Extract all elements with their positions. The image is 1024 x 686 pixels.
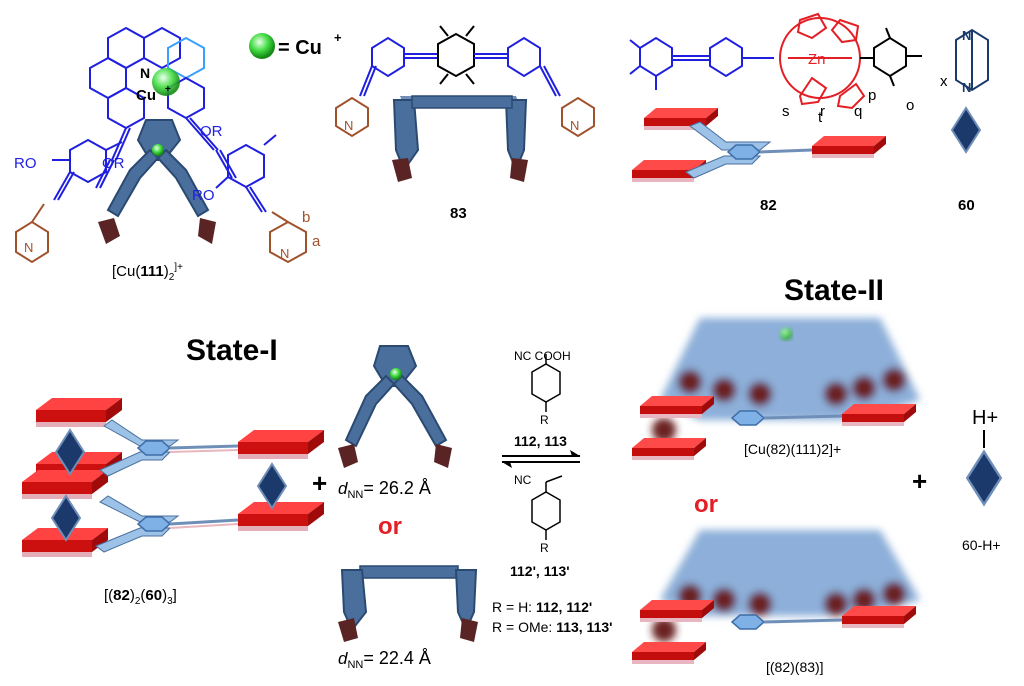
atom-cu: Cu bbox=[136, 87, 156, 104]
cu-legend-charge: + bbox=[334, 30, 342, 45]
label-83-product: [(82)(83)] bbox=[766, 659, 824, 675]
d-nn-1: dNN= 26.2 Å bbox=[338, 478, 431, 501]
label-ro-right: RO bbox=[192, 187, 215, 204]
label-60: 60 bbox=[958, 197, 975, 214]
r-h-line: R = H: 112, 112' bbox=[492, 599, 592, 615]
or-middle: or bbox=[378, 513, 402, 540]
label-pos-s: s bbox=[782, 103, 790, 120]
protonated-dabco: H+ 60-H+ bbox=[962, 407, 1002, 553]
label-or-right: OR bbox=[200, 123, 223, 140]
plus-sign-left: + bbox=[312, 468, 327, 498]
label-cu-product: [Cu(82)(111)2]+ bbox=[744, 441, 841, 457]
atom-zn: Zn bbox=[808, 51, 826, 68]
reagent-top-compounds: 112, 113 bbox=[514, 433, 567, 449]
state-i-title: State-I bbox=[186, 334, 278, 367]
label-pos-a: a bbox=[312, 233, 321, 250]
reagent-top-formula: NC COOH bbox=[514, 349, 571, 363]
atom-n-dabco-bottom: N bbox=[962, 80, 971, 95]
reagents: NC COOH R 112, 113 NC R 112', 113' R = H… bbox=[492, 349, 612, 635]
cu-legend: = Cu + bbox=[249, 30, 342, 59]
label-83: 83 bbox=[450, 205, 467, 222]
state2-cu-product: [Cu(82)(111)2]+ bbox=[632, 318, 920, 460]
d-nn-2: dNN= 22.4 Å bbox=[338, 648, 431, 671]
label-pos-b: b bbox=[302, 209, 310, 226]
reagent-bottom-compounds: 112', 113' bbox=[510, 563, 570, 579]
label-pos-p: p bbox=[868, 87, 876, 104]
r-ome-line: R = OMe: 113, 113' bbox=[492, 619, 612, 635]
label-pos-o: o bbox=[906, 97, 914, 114]
atom-n-right-pyr: N bbox=[280, 246, 289, 261]
plus-sign-right: + bbox=[912, 466, 927, 496]
cu-legend-text: = Cu bbox=[278, 37, 322, 59]
atom-cu-charge: + bbox=[165, 84, 171, 95]
atom-n-dabco-top: N bbox=[962, 28, 971, 43]
atom-n-83-left: N bbox=[344, 118, 353, 133]
reagent-bottom-formula: NC bbox=[514, 473, 532, 487]
label-pos-r: r bbox=[820, 103, 825, 120]
assembly-82-2-60-3: [(82)2(60)3] bbox=[22, 398, 324, 607]
label-pos-q: q bbox=[854, 103, 862, 120]
h-plus: H+ bbox=[972, 407, 998, 429]
reagent-bottom-r: R bbox=[540, 541, 549, 555]
atom-n-left-pyr: N bbox=[24, 240, 33, 255]
label-82: 82 bbox=[760, 197, 777, 214]
label-cu111: [Cu(111)2]+ bbox=[112, 262, 183, 283]
atom-n-83-right: N bbox=[570, 118, 579, 133]
label-or-left: OR bbox=[102, 155, 125, 172]
state-ii-title: State-II bbox=[784, 274, 884, 307]
compound-83: N N 83 bbox=[335, 25, 595, 222]
label-pos-x: x bbox=[940, 73, 948, 90]
tulip-schematic bbox=[338, 345, 452, 468]
cu111-complex: N Cu + OR RO OR RO N N b a [Cu(111)2]+ bbox=[14, 26, 321, 283]
state2-83-product: [(82)(83)] bbox=[632, 530, 920, 675]
atom-n1: N bbox=[140, 65, 150, 81]
bridge-schematic bbox=[338, 565, 478, 642]
label-ro-left: RO bbox=[14, 155, 37, 172]
reagent-top-r: R bbox=[540, 413, 549, 427]
label-pos-t: t bbox=[818, 109, 823, 126]
label-assembly-1: [(82)2(60)3] bbox=[104, 587, 177, 607]
label-60h: 60-H+ bbox=[962, 537, 1001, 553]
or-right: or bbox=[694, 491, 718, 518]
compound-82: Zn N N t s r q p o x 82 60 bbox=[629, 12, 989, 214]
